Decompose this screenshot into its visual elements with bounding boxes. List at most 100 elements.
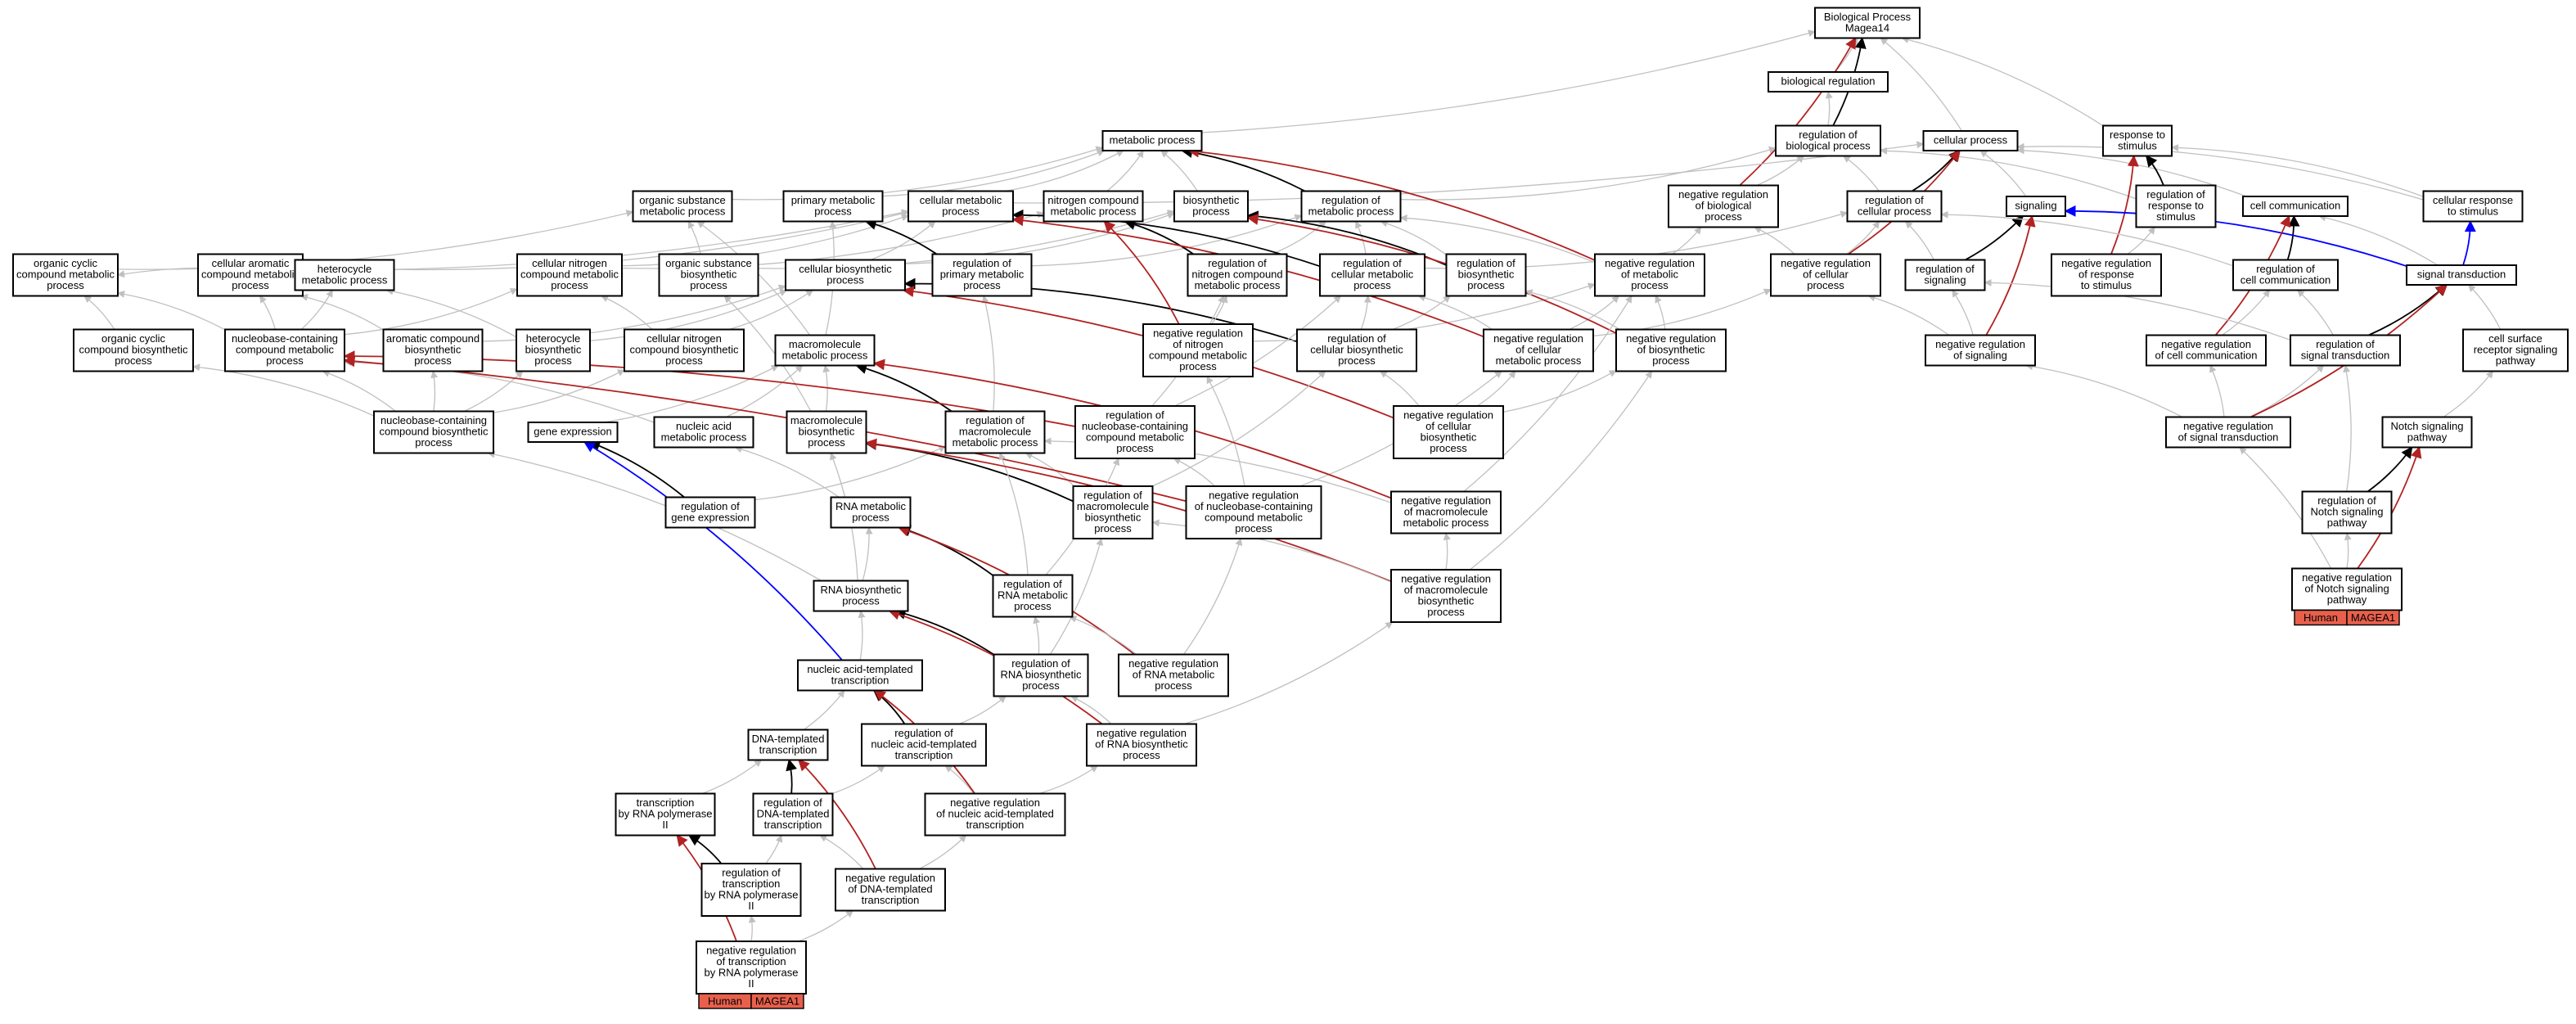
edge-red (2110, 155, 2139, 255)
go-term-label: nucleic acid (676, 420, 732, 432)
go-term-label: process (1338, 354, 1376, 367)
go-term-box (1393, 405, 1504, 459)
edge-gray (2222, 289, 2271, 336)
go-term-label: process (1807, 279, 1844, 291)
go-term-label: process (47, 279, 84, 291)
go-term-box (835, 868, 946, 912)
go-term-label: biological process (1786, 140, 1871, 152)
edge-gray (728, 289, 814, 331)
edge-gray (192, 363, 375, 417)
go-term-label: regulation of (1003, 578, 1062, 590)
go-term-label: biosynthetic (405, 344, 462, 356)
go-term-box (1922, 130, 2019, 151)
edge-gray (300, 289, 333, 330)
edge-gray (1880, 37, 1963, 132)
edge-gray (1049, 538, 1104, 655)
go-term-label: process (1631, 279, 1669, 291)
go-term-box (2301, 490, 2393, 535)
edge-gray (958, 695, 1007, 725)
go-term-label: regulation of (966, 414, 1025, 426)
edge-gray (803, 689, 845, 731)
go-term-label: process (1094, 522, 1132, 535)
go-term-label: heterocycle (317, 263, 372, 275)
go-term-label: compound metabolic (201, 268, 299, 281)
edge-gray (798, 909, 854, 942)
go-term-box (2232, 259, 2339, 291)
edge-gray (1151, 370, 1326, 487)
go-term-label: primary metabolic (940, 268, 1025, 281)
go-term-label: II (748, 977, 754, 990)
edge-gray (83, 295, 115, 330)
go-term-label: regulation of (1322, 194, 1380, 206)
go-term-label: biosynthetic (1458, 268, 1515, 281)
edge-gray (2318, 214, 2439, 266)
edge-black (2368, 284, 2448, 336)
go-term-label: of RNA biosynthetic (1095, 738, 1188, 751)
go-term-box (1904, 259, 1986, 291)
go-term-box (527, 422, 619, 443)
edge-gray (754, 445, 947, 501)
go-term-box (2290, 334, 2401, 367)
edge-gray (1211, 295, 1228, 325)
go-term-box (1296, 328, 1417, 372)
go-term-label: compound metabolic (1149, 350, 1247, 362)
go-term-label: biosynthetic (1085, 512, 1142, 524)
go-term-label: process (1467, 279, 1505, 291)
edge-red (1246, 213, 1617, 334)
edge-black (588, 440, 685, 498)
go-term-label: process (1123, 749, 1160, 761)
go-term-label: negative regulation (1781, 257, 1871, 269)
go-term-label: pathway (2496, 354, 2536, 367)
edge-gray (2343, 364, 2352, 492)
go-term-label: response to (2110, 129, 2165, 141)
go-term-label: signal transduction (2301, 350, 2389, 362)
go-term-box (2406, 264, 2517, 286)
go-term-box (2135, 184, 2217, 228)
go-term-label: nitrogen compound (1047, 194, 1138, 206)
go-term-label: regulation of (952, 257, 1011, 269)
edge-gray (1901, 36, 2104, 127)
edge-red (343, 355, 1187, 503)
edge-blue (2462, 220, 2476, 266)
go-term-box (774, 334, 876, 367)
go-term-label: gene expression (671, 512, 749, 524)
go-term-label: process (826, 274, 864, 286)
edge-black (894, 607, 994, 656)
go-term-label: of macromolecule (1404, 584, 1488, 596)
edge-black (1912, 149, 1960, 192)
go-term-label: compound metabolic (520, 268, 619, 281)
go-term-label: cell communication (2250, 200, 2341, 212)
go-term-label: of metabolic (1621, 268, 1679, 281)
go-term-label: II (748, 900, 754, 912)
go-term-box (224, 328, 345, 372)
go-term-label: negative regulation (1493, 332, 1583, 345)
edge-blue (2064, 205, 2407, 268)
go-term-box (907, 190, 1014, 223)
go-term-label: II (662, 819, 668, 831)
go-term-label: cellular nitrogen (532, 257, 607, 269)
go-term-label: negative regulation (1097, 727, 1187, 739)
go-term-box (1390, 490, 1502, 535)
edge-blue (583, 441, 843, 661)
go-term-box (2381, 416, 2473, 449)
go-term-label: organic cyclic (34, 257, 98, 269)
go-term-label: transcription (862, 894, 920, 906)
edge-gray (344, 288, 518, 336)
edge-red (1985, 214, 2036, 336)
species-label: Human (2304, 611, 2338, 624)
